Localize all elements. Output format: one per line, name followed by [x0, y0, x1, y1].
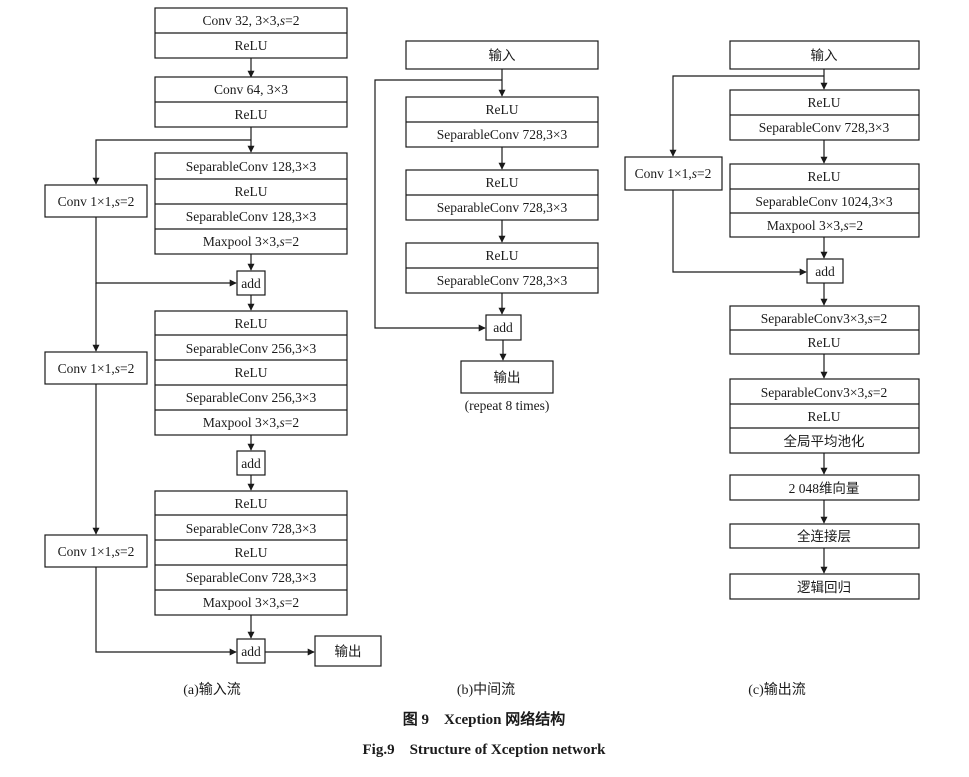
- exit-block-d: SeparableConv3×3,s=2 ReLU 全局平均池化: [729, 378, 920, 454]
- exit-layer-label: ReLU: [808, 169, 841, 184]
- add-node: add: [806, 258, 844, 284]
- block1-layer-label: ReLU: [235, 184, 268, 199]
- exit-layer-label: SeparableConv 1024,3×3: [755, 194, 893, 209]
- middle-flow: 输入 ReLU SeparableConv 728,3×3 ReLU Separ…: [374, 40, 599, 698]
- block3-layer-label: SeparableConv 728,3×3: [186, 521, 317, 536]
- exit-block-c: SeparableConv3×3,s=2 ReLU: [729, 305, 920, 355]
- exit-vector-box: 2 048维向量: [729, 474, 920, 501]
- add-label: add: [493, 320, 513, 335]
- input-label: 输入: [489, 48, 517, 63]
- exit-block-a: ReLU SeparableConv 728,3×3: [729, 89, 920, 141]
- shortcut-label: Conv 1×1,s=2: [635, 166, 712, 181]
- caption-input-flow: (a)输入流: [183, 682, 241, 698]
- add-label: add: [815, 264, 835, 279]
- block1-layer-label: SeparableConv 128,3×3: [186, 159, 317, 174]
- block2-box: ReLU SeparableConv 256,3×3 ReLU Separabl…: [154, 310, 348, 436]
- shortcut-label: Conv 1×1,s=2: [58, 361, 135, 376]
- middle-layer-label: ReLU: [486, 175, 519, 190]
- exit-layer-label: ReLU: [808, 95, 841, 110]
- block2-layer-label: SeparableConv 256,3×3: [186, 341, 317, 356]
- caption-exit-flow: (c)输出流: [748, 682, 806, 698]
- middle-input-box: 输入: [405, 40, 599, 70]
- add-node: add: [236, 450, 266, 476]
- stem-conv32-box: Conv 32, 3×3,s=2 ReLU: [154, 7, 348, 59]
- add-node: add: [485, 314, 522, 341]
- block3-layer-label: Maxpool 3×3,s=2: [203, 595, 299, 610]
- exit-flow: 输入 ReLU SeparableConv 728,3×3 ReLU Separ…: [624, 40, 920, 698]
- block3-layer-label: ReLU: [235, 496, 268, 511]
- block1-layer-label: Maxpool 3×3,s=2: [203, 234, 299, 249]
- shortcut-arrow: [92, 139, 251, 185]
- exit-layer-label: 逻辑回归: [797, 579, 851, 595]
- repeat-note: (repeat 8 times): [465, 398, 550, 413]
- block3-layer-label: ReLU: [235, 545, 268, 560]
- input-flow: Conv 32, 3×3,s=2 ReLU Conv 64, 3×3 ReLU …: [44, 7, 382, 698]
- block2-layer-label: Maxpool 3×3,s=2: [203, 415, 299, 430]
- block3-box: ReLU SeparableConv 728,3×3 ReLU Separabl…: [154, 490, 348, 616]
- middle-output-box: 输出: [460, 360, 554, 394]
- exit-layer-label: 全连接层: [797, 528, 851, 544]
- middle-unit-2: ReLU SeparableConv 728,3×3: [405, 169, 599, 221]
- exit-layer-label: Maxpool 3×3,s=2: [767, 218, 863, 233]
- exit-block-b: ReLU SeparableConv 1024,3×3 Maxpool 3×3,…: [729, 163, 920, 238]
- exit-layer-label: SeparableConv3×3,s=2: [761, 311, 888, 326]
- block1-layer-label: SeparableConv 128,3×3: [186, 209, 317, 224]
- figure-title-en: Fig.9 Structure of Xception network: [362, 742, 606, 758]
- add-node: add: [236, 638, 266, 664]
- output-label: 输出: [335, 644, 362, 659]
- residual-arrow: [374, 79, 502, 332]
- middle-layer-label: SeparableConv 728,3×3: [437, 127, 568, 142]
- add-label: add: [241, 276, 261, 291]
- shortcut-arrow: [669, 75, 824, 157]
- shortcut-label: Conv 1×1,s=2: [58, 544, 135, 559]
- add-node: add: [236, 270, 266, 296]
- block2-layer-label: SeparableConv 256,3×3: [186, 390, 317, 405]
- shortcut-arrow: [95, 567, 237, 656]
- exit-fc-box: 全连接层: [729, 523, 920, 549]
- middle-layer-label: ReLU: [486, 102, 519, 117]
- block1-box: SeparableConv 128,3×3 ReLU SeparableConv…: [154, 152, 348, 255]
- middle-layer-label: SeparableConv 728,3×3: [437, 273, 568, 288]
- block2-layer-label: ReLU: [235, 365, 268, 380]
- middle-unit-3: ReLU SeparableConv 728,3×3: [405, 242, 599, 294]
- stem-layer-label: ReLU: [235, 38, 268, 53]
- exit-layer-label: SeparableConv3×3,s=2: [761, 385, 888, 400]
- exit-layer-label: ReLU: [808, 335, 841, 350]
- input-label: 输入: [811, 48, 839, 63]
- middle-layer-label: ReLU: [486, 248, 519, 263]
- shortcut1-box: Conv 1×1,s=2: [44, 184, 148, 218]
- output-label: 输出: [494, 370, 521, 385]
- exit-input-box: 输入: [729, 40, 920, 70]
- shortcut-label: Conv 1×1,s=2: [58, 194, 135, 209]
- shortcut3-box: Conv 1×1,s=2: [44, 534, 148, 568]
- caption-middle-flow: (b)中间流: [457, 682, 515, 698]
- stem-conv64-box: Conv 64, 3×3 ReLU: [154, 76, 348, 128]
- figure-title-cn: 图 9 Xception 网络结构: [403, 710, 566, 728]
- exit-layer-label: SeparableConv 728,3×3: [759, 120, 890, 135]
- exit-layer-label: 全局平均池化: [784, 433, 865, 449]
- add-label: add: [241, 644, 261, 659]
- input-flow-output-box: 输出: [314, 635, 382, 667]
- stem-layer-label: ReLU: [235, 107, 268, 122]
- exit-layer-label: 2 048维向量: [789, 481, 860, 496]
- stem-layer-label: Conv 64, 3×3: [214, 82, 288, 97]
- shortcut-arrow: [672, 190, 807, 276]
- block2-layer-label: ReLU: [235, 316, 268, 331]
- exit-shortcut-box: Conv 1×1,s=2: [624, 156, 723, 191]
- middle-layer-label: SeparableConv 728,3×3: [437, 200, 568, 215]
- stem-layer-label: Conv 32, 3×3,s=2: [202, 13, 299, 28]
- exit-logreg-box: 逻辑回归: [729, 573, 920, 600]
- add-label: add: [241, 456, 261, 471]
- shortcut2-box: Conv 1×1,s=2: [44, 351, 148, 385]
- block3-layer-label: SeparableConv 728,3×3: [186, 570, 317, 585]
- exit-layer-label: ReLU: [808, 409, 841, 424]
- middle-unit-1: ReLU SeparableConv 728,3×3: [405, 96, 599, 148]
